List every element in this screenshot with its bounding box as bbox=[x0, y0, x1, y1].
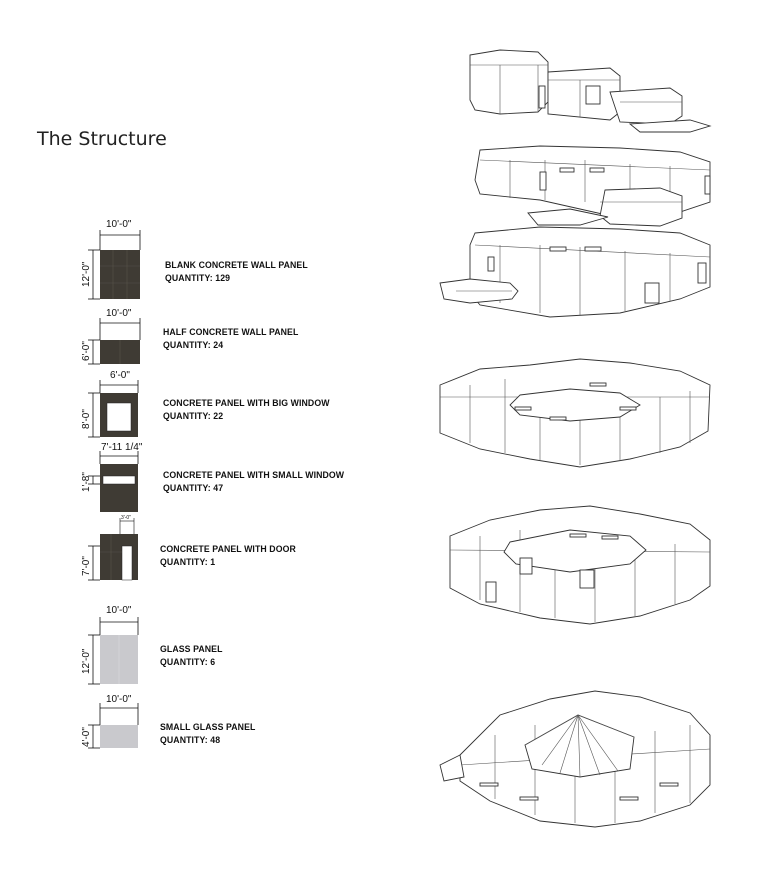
axonometric-level-ground bbox=[420, 355, 750, 475]
panel-name: CONCRETE PANEL WITH SMALL WINDOW bbox=[163, 470, 345, 481]
panel-name: HALF CONCRETE WALL PANEL bbox=[163, 327, 299, 338]
height-dimension: 8'-0" bbox=[81, 409, 92, 429]
ground-level-drawing bbox=[439, 358, 711, 468]
big-window-drawing: 6'-0" 8'-0" bbox=[81, 370, 139, 438]
width-dimension: 6'-0" bbox=[110, 370, 130, 381]
panel-name: CONCRETE PANEL WITH BIG WINDOW bbox=[163, 398, 330, 409]
axonometric-level-base bbox=[420, 685, 750, 835]
panel-quantity: QUANTITY: 22 bbox=[163, 410, 224, 422]
foundation-level-drawing bbox=[449, 505, 711, 625]
panel-door: 3'-0" 7'-0" CONCRETE PANEL WITH DOOR QUA… bbox=[0, 512, 360, 587]
panel-small-window: 7'-11 1/4" 1'-8" CONCRETE PANEL WITH SMA… bbox=[0, 440, 360, 515]
axonometric-level-upper bbox=[420, 140, 750, 230]
roof-level-drawing bbox=[469, 49, 712, 133]
width-dimension: 10'-0" bbox=[106, 694, 132, 705]
panel-quantity: QUANTITY: 24 bbox=[163, 339, 224, 351]
axonometric-level-roof bbox=[420, 40, 750, 140]
small-glass-drawing: 10'-0" 4'-0" bbox=[81, 694, 139, 749]
panel-name: CONCRETE PANEL WITH DOOR bbox=[160, 544, 296, 555]
axonometric-level-middle bbox=[420, 205, 750, 330]
panel-quantity: QUANTITY: 1 bbox=[160, 556, 216, 568]
upper-level-drawing bbox=[474, 145, 711, 227]
panel-name: SMALL GLASS PANEL bbox=[160, 722, 256, 733]
height-dimension: 12'-0" bbox=[81, 261, 92, 287]
blank-panel-drawing: 10'-0" 12'-0" bbox=[81, 219, 141, 300]
panel-quantity: QUANTITY: 48 bbox=[160, 734, 221, 746]
height-dimension: 4'-0" bbox=[81, 727, 92, 747]
panel-glass: 10'-0" 12'-0" GLASS PANEL QUANTITY: 6 bbox=[0, 600, 360, 690]
height-dimension: 6'-0" bbox=[81, 341, 92, 361]
panel-name: GLASS PANEL bbox=[160, 644, 223, 655]
glass-panel-drawing: 10'-0" 12'-0" bbox=[81, 605, 139, 685]
height-dimension: 12'-0" bbox=[81, 648, 92, 674]
panel-blank-concrete: 10'-0" 12'-0" BLANK CONCRETE WALL PANEL … bbox=[0, 215, 360, 305]
panel-quantity: QUANTITY: 6 bbox=[160, 656, 216, 668]
page-title: The Structure bbox=[37, 128, 167, 150]
axonometric-level-foundation bbox=[420, 500, 750, 635]
height-dimension: 1'-8" bbox=[81, 472, 92, 492]
small-window-drawing: 7'-11 1/4" 1'-8" bbox=[81, 442, 143, 512]
panel-big-window: 6'-0" 8'-0" CONCRETE PANEL WITH BIG WIND… bbox=[0, 368, 360, 440]
width-dimension: 10'-0" bbox=[106, 605, 132, 616]
panel-quantity: QUANTITY: 129 bbox=[165, 272, 231, 284]
panel-name: BLANK CONCRETE WALL PANEL bbox=[165, 260, 308, 271]
half-panel-drawing: 10'-0" 6'-0" bbox=[81, 308, 141, 365]
width-dimension: 10'-0" bbox=[106, 219, 132, 230]
panel-half-concrete: 10'-0" 6'-0" HALF CONCRETE WALL PANEL QU… bbox=[0, 305, 360, 365]
base-level-drawing bbox=[439, 690, 711, 828]
middle-level-drawing bbox=[439, 208, 711, 318]
panel-small-glass: 10'-0" 4'-0" SMALL GLASS PANEL QUANTITY:… bbox=[0, 690, 360, 755]
width-dimension: 3'-0" bbox=[121, 515, 131, 521]
panel-quantity: QUANTITY: 47 bbox=[163, 482, 224, 494]
width-dimension: 7'-11 1/4" bbox=[101, 442, 143, 453]
height-dimension: 7'-0" bbox=[81, 556, 92, 576]
width-dimension: 10'-0" bbox=[106, 308, 132, 319]
door-panel-drawing: 3'-0" 7'-0" bbox=[81, 515, 138, 581]
